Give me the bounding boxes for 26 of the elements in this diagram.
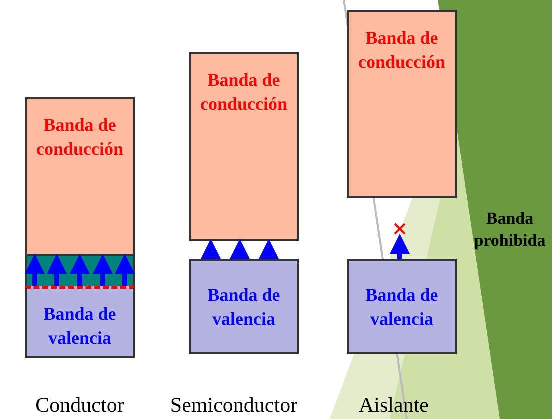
arrow [230, 239, 250, 259]
arrow [390, 234, 410, 259]
conduction-band-box [25, 97, 135, 256]
material-label: Semiconductor [169, 392, 299, 418]
arrow [47, 254, 67, 286]
arrow [25, 254, 45, 286]
band-label: Banda de conducción [199, 69, 288, 116]
conduction-band-box [347, 10, 457, 198]
valence-band-box [189, 259, 299, 354]
material-label: Aislante [358, 392, 430, 418]
arrow [70, 254, 90, 286]
valence-band-box [347, 259, 457, 354]
arrow [259, 239, 279, 259]
cross-mark [394, 223, 406, 235]
band-label: Banda de valencia [364, 284, 440, 330]
material-label: Conductor [34, 392, 126, 418]
arrow [201, 239, 221, 259]
gap-label: Banda prohibida [473, 208, 547, 252]
band-label: Banda de valencia [42, 302, 118, 350]
band-label: Banda de valencia [206, 284, 282, 330]
conduction-band-box [189, 52, 299, 241]
arrow [115, 254, 135, 286]
band-label: Banda de conducción [357, 27, 446, 74]
band-label: Banda de conducción [35, 114, 124, 161]
valence-band-box [25, 286, 135, 358]
arrow [93, 254, 113, 286]
